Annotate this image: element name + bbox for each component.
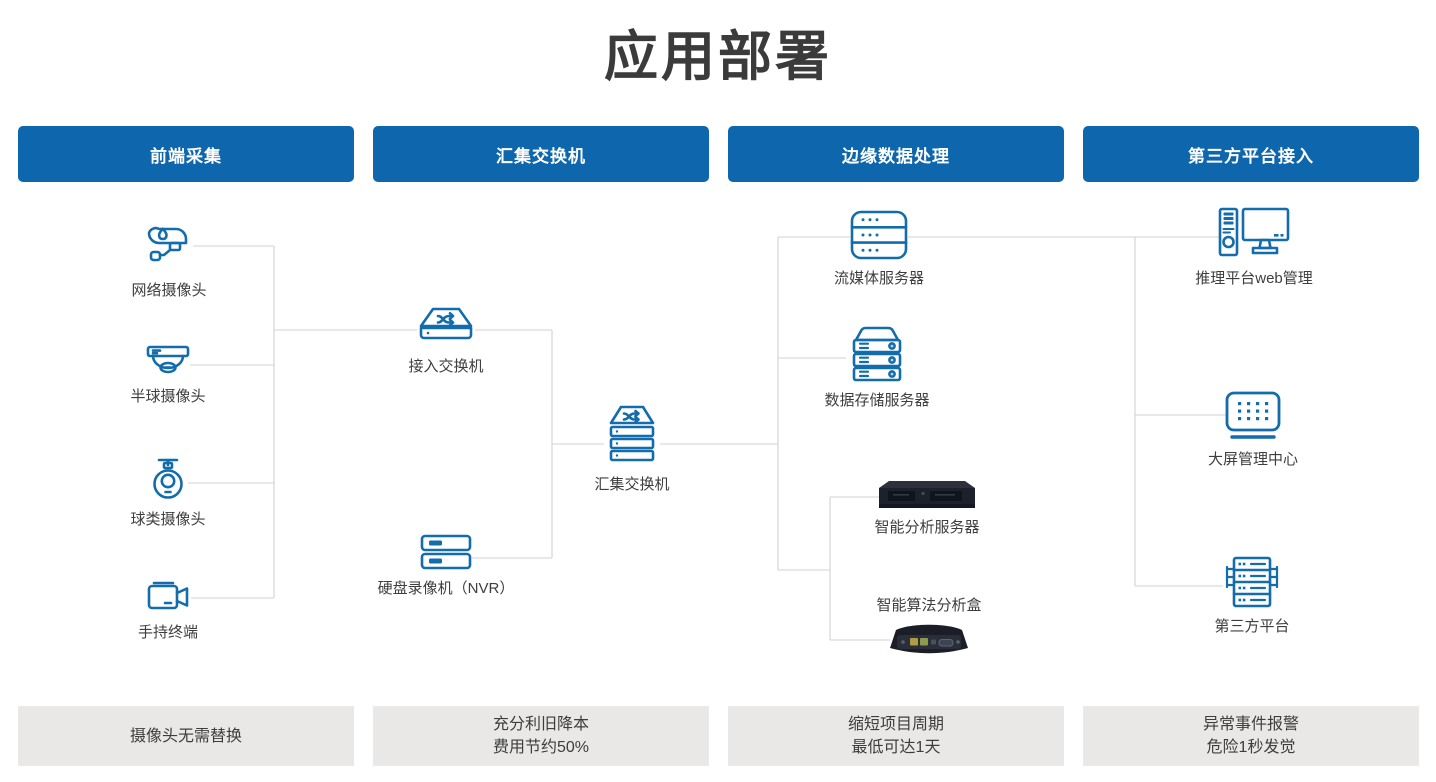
column-header-aggregation-switch: 汇集交换机 <box>373 126 709 182</box>
column-header-frontend-capture: 前端采集 <box>18 126 354 182</box>
node-handheld-terminal: 手持终端 <box>88 580 248 642</box>
column-header-third-party-access: 第三方平台接入 <box>1083 126 1419 182</box>
benefit-edge-processing: 缩短项目周期 最低可达1天 <box>728 706 1064 766</box>
node-analysis-server: 智能分析服务器 <box>847 477 1007 537</box>
node-big-screen: 大屏管理中心 <box>1173 391 1333 469</box>
led-screen-icon <box>1225 391 1281 441</box>
node-label: 第三方平台 <box>1214 618 1290 635</box>
dome-camera-icon <box>146 345 190 378</box>
node-label: 汇集交换机 <box>594 476 670 493</box>
node-label: 推理平台web管理 <box>1195 270 1313 287</box>
node-media-server: 流媒体服务器 <box>799 210 959 288</box>
benefit-frontend: 摄像头无需替换 <box>18 706 354 766</box>
switch-icon <box>417 306 475 348</box>
ball-camera-icon <box>148 457 188 501</box>
node-label: 流媒体服务器 <box>833 270 924 287</box>
node-web-management: 推理平台web管理 <box>1174 206 1334 288</box>
node-storage-server: 数据存储服务器 <box>797 326 957 410</box>
bullet-camera-icon <box>145 226 193 272</box>
node-analysis-box: 智能算法分析盒 <box>849 594 1009 657</box>
node-label: 网络摄像头 <box>131 282 207 299</box>
node-label: 球类摄像头 <box>130 511 206 528</box>
benefit-third-party: 异常事件报警 危险1秒发觉 <box>1083 706 1419 766</box>
node-label: 硬盘录像机（NVR） <box>377 580 515 597</box>
node-access-switch: 接入交换机 <box>366 306 526 376</box>
benefit-line: 充分利旧降本 <box>492 716 589 733</box>
nvr-icon <box>420 534 472 570</box>
node-label: 半球摄像头 <box>130 388 206 405</box>
benefit-line: 摄像头无需替换 <box>129 727 242 745</box>
benefit-line: 费用节约50% <box>492 739 590 756</box>
node-label: 数据存储服务器 <box>824 392 930 409</box>
node-label: 大屏管理中心 <box>1207 451 1298 468</box>
benefit-line: 缩短项目周期 <box>847 716 944 733</box>
camcorder-icon <box>145 580 191 614</box>
node-dome-camera: 半球摄像头 <box>88 345 248 406</box>
page-title: 应用部署 <box>604 27 832 87</box>
node-third-party-platform: 第三方平台 <box>1172 556 1332 636</box>
column-header-edge-processing: 边缘数据处理 <box>728 126 1064 182</box>
node-ball-camera: 球类摄像头 <box>88 457 248 529</box>
node-nvr: 硬盘录像机（NVR） <box>366 534 526 598</box>
benefit-aggregation: 充分利旧降本 费用节约50% <box>373 706 709 766</box>
node-label: 手持终端 <box>137 624 198 641</box>
benefit-line: 最低可达1天 <box>851 739 941 756</box>
node-network-camera: 网络摄像头 <box>89 226 249 300</box>
media-server-icon <box>850 210 908 260</box>
workstation-icon <box>1218 206 1290 260</box>
node-aggregation-switch: 汇集交换机 <box>552 404 712 494</box>
server-rack-icon <box>1223 556 1281 608</box>
edge-box-photo-icon <box>890 621 968 657</box>
rack-server-photo-icon <box>879 477 975 509</box>
storage-server-icon <box>846 326 908 382</box>
node-label: 智能分析服务器 <box>874 519 980 536</box>
benefit-line: 危险1秒发觉 <box>1206 739 1296 756</box>
node-label: 智能算法分析盒 <box>876 597 982 614</box>
benefit-line: 异常事件报警 <box>1202 716 1299 733</box>
node-label: 接入交换机 <box>408 358 484 375</box>
stacked-switch-icon <box>604 404 660 466</box>
